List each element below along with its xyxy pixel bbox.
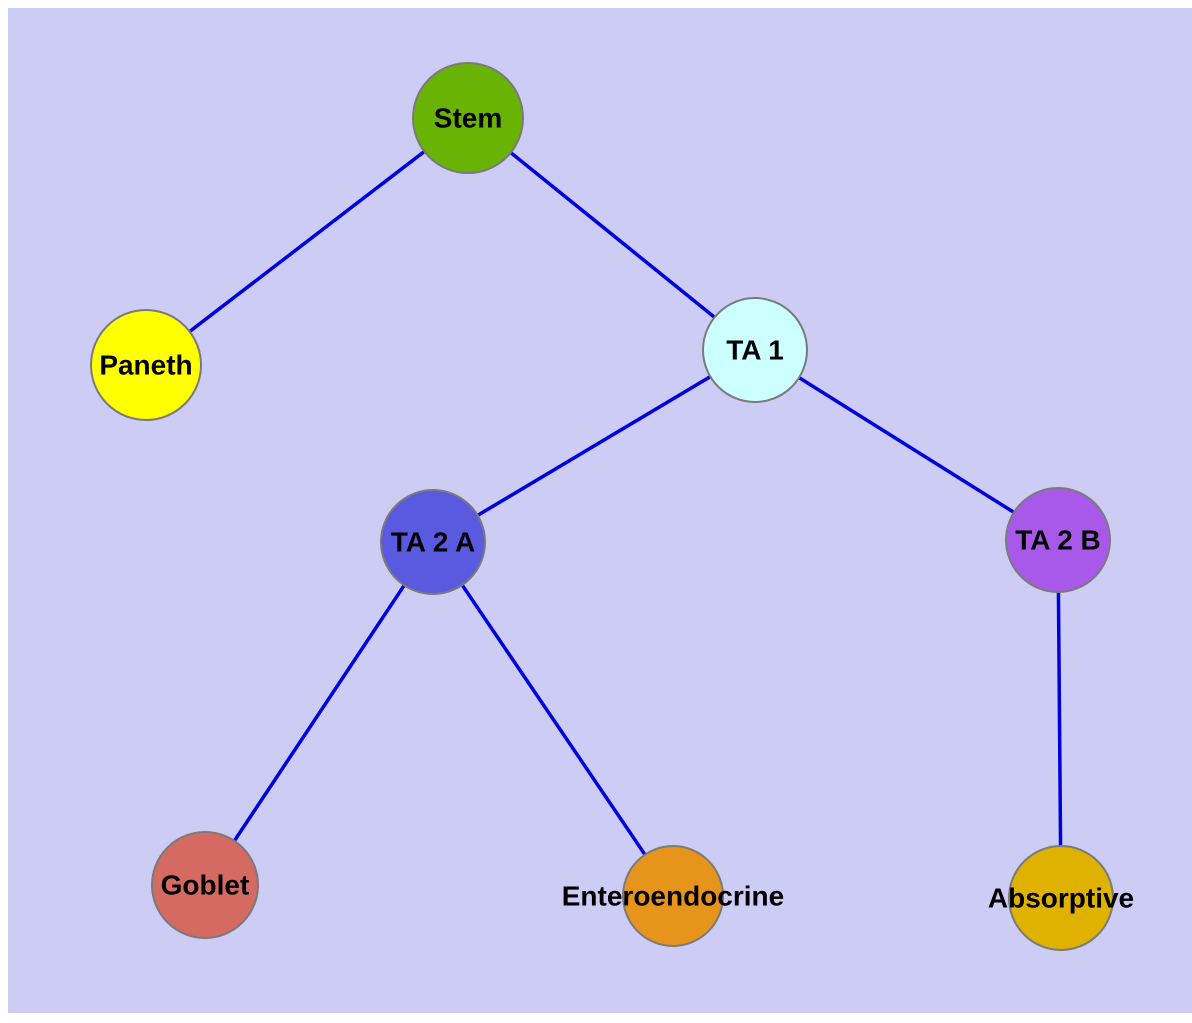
node-paneth[interactable]: Paneth bbox=[90, 309, 202, 421]
node-stem[interactable]: Stem bbox=[412, 62, 524, 174]
node-label-ta1: TA 1 bbox=[726, 335, 784, 366]
edge-ta1-ta2b bbox=[753, 348, 1060, 542]
node-ta1[interactable]: TA 1 bbox=[702, 297, 808, 403]
node-circle-enteroendocrine[interactable] bbox=[622, 845, 724, 947]
edge-stem-paneth bbox=[144, 116, 470, 367]
edge-ta2a-goblet bbox=[203, 540, 435, 887]
node-enteroendocrine[interactable]: Enteroendocrine bbox=[562, 845, 784, 947]
node-absorptive[interactable]: Absorptive bbox=[988, 845, 1134, 951]
node-label-absorptive: Absorptive bbox=[988, 883, 1134, 914]
node-label-stem: Stem bbox=[434, 103, 502, 134]
node-circle-ta2b[interactable] bbox=[1005, 487, 1111, 593]
node-circle-absorptive[interactable] bbox=[1008, 845, 1114, 951]
node-label-goblet: Goblet bbox=[161, 870, 250, 901]
node-label-ta2b: TA 2 B bbox=[1015, 525, 1101, 556]
node-circle-ta2a[interactable] bbox=[380, 489, 486, 595]
edge-stem-ta1 bbox=[466, 116, 757, 352]
node-ta2a[interactable]: TA 2 A bbox=[380, 489, 486, 595]
node-circle-goblet[interactable] bbox=[151, 831, 259, 939]
node-circle-stem[interactable] bbox=[412, 62, 524, 174]
node-circle-paneth[interactable] bbox=[90, 309, 202, 421]
edge-ta1-ta2a bbox=[431, 348, 757, 544]
node-goblet[interactable]: Goblet bbox=[151, 831, 259, 939]
edge-ta2a-enteroendocrine bbox=[431, 540, 675, 898]
edge-ta2b-absorptive bbox=[1056, 538, 1063, 900]
node-label-enteroendocrine: Enteroendocrine bbox=[562, 881, 784, 912]
node-label-ta2a: TA 2 A bbox=[391, 527, 476, 558]
node-label-paneth: Paneth bbox=[99, 350, 192, 381]
node-ta2b[interactable]: TA 2 B bbox=[1005, 487, 1111, 593]
node-circle-ta1[interactable] bbox=[702, 297, 808, 403]
